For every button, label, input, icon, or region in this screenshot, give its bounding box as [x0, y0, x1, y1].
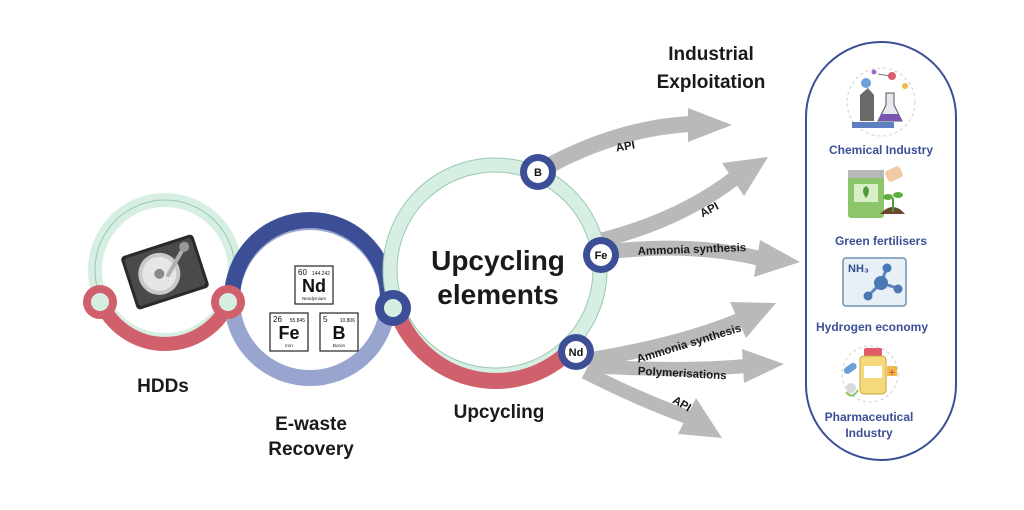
- svg-text:26: 26: [273, 315, 282, 324]
- arrow-nd-api: [581, 365, 722, 438]
- connector-node-ewaste-upcycling: [375, 290, 411, 326]
- node-fe: Fe: [583, 237, 619, 273]
- node-b: B: [520, 154, 556, 190]
- arrow-label-b-api: API: [615, 139, 636, 154]
- pharma-bottle-icon: +: [841, 345, 899, 403]
- arrow-label-nd-polymer: Polymerisations: [637, 366, 726, 383]
- center-title-line2: elements: [437, 279, 558, 310]
- svg-text:B: B: [333, 323, 346, 343]
- element-tile-b: 5 10.806 B Boron: [319, 312, 359, 352]
- svg-text:55.845: 55.845: [290, 318, 306, 324]
- ammonia-molecule-icon: [842, 257, 907, 307]
- label-ewaste-line2: Recovery: [268, 439, 354, 460]
- industry-panel: [805, 41, 957, 461]
- svg-text:Boron: Boron: [333, 343, 346, 348]
- arrow-nd-ammonia: [586, 302, 776, 368]
- node-nd: Nd: [558, 334, 594, 370]
- svg-text:10.806: 10.806: [340, 318, 356, 324]
- industry-label-chemical: Chemical Industry: [829, 143, 933, 157]
- svg-text:Iron: Iron: [285, 343, 293, 348]
- arrow-nd-polymer: [589, 349, 784, 383]
- center-title-line1: Upcycling: [431, 245, 565, 276]
- industry-label-hydrogen: Hydrogen economy: [816, 320, 928, 334]
- industry-label-pharma-line1: Pharmaceutical: [825, 410, 914, 424]
- svg-text:5: 5: [323, 315, 328, 324]
- svg-text:Fe: Fe: [278, 323, 299, 343]
- svg-text:Nd: Nd: [302, 276, 326, 296]
- chemical-lab-icon: [846, 67, 916, 137]
- arrow-b-api: [546, 108, 732, 173]
- svg-text:60: 60: [298, 268, 307, 277]
- industrial-title-line1: Industrial: [668, 44, 754, 65]
- element-tile-nd: 60 144.242 Nd Neodymium: [294, 265, 334, 305]
- svg-text:144.242: 144.242: [312, 271, 330, 277]
- label-ewaste-line1: E-waste: [275, 414, 347, 435]
- svg-text:Fe: Fe: [595, 250, 608, 262]
- arrow-label-fe-ammonia: Ammonia synthesis: [637, 242, 746, 258]
- hard-drive-icon: [121, 234, 209, 310]
- connector-node-left: [83, 285, 117, 319]
- arrow-fe-api: [600, 157, 768, 248]
- svg-text:B: B: [534, 167, 542, 179]
- nh3-label: NH₃: [848, 263, 869, 275]
- element-tile-fe: 26 55.845 Fe Iron: [269, 312, 309, 352]
- industry-label-fertilisers: Green fertilisers: [835, 234, 927, 248]
- arrow-fe-ammonia: [604, 240, 800, 277]
- label-hdds: HDDs: [137, 376, 189, 397]
- fertiliser-bag-icon: [848, 166, 905, 218]
- svg-text:Neodymium: Neodymium: [302, 296, 326, 301]
- industry-label-pharma-line2: Industry: [845, 426, 893, 440]
- industrial-title-line2: Exploitation: [657, 72, 766, 93]
- connector-node-hdd-ewaste: [211, 285, 245, 319]
- label-upcycling: Upcycling: [454, 402, 545, 423]
- svg-text:Nd: Nd: [569, 347, 584, 359]
- svg-text:+: +: [888, 368, 896, 378]
